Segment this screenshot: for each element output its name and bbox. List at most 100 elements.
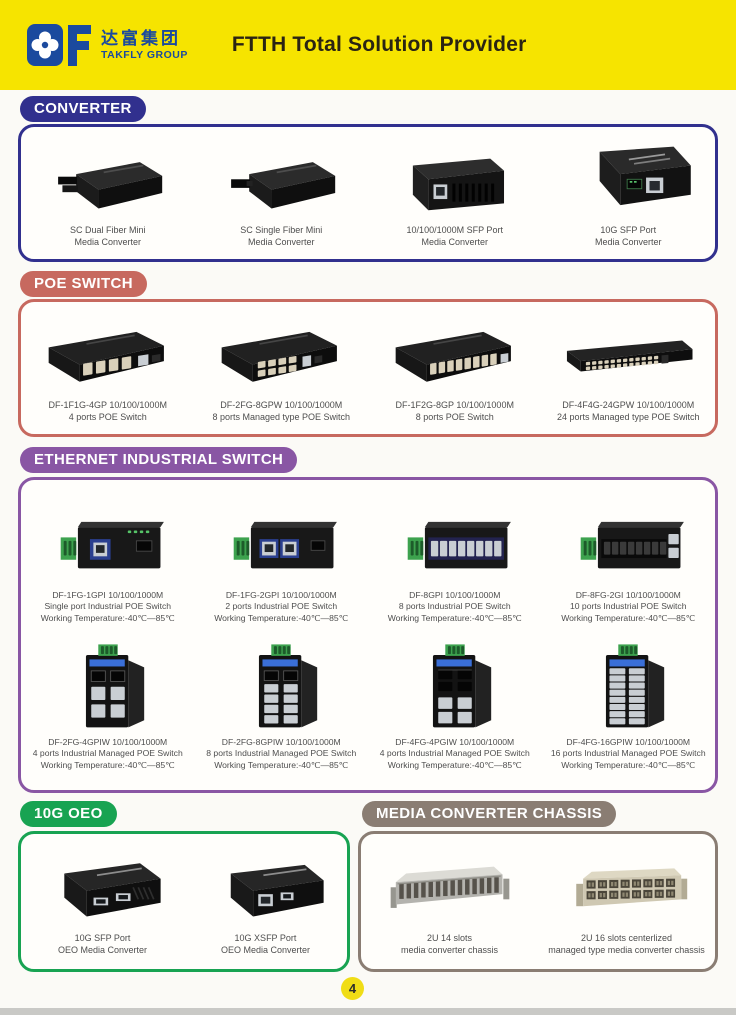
poe-switch-image <box>380 313 530 399</box>
oeo-converter-image <box>28 846 178 932</box>
product-subtitle: 16 ports Industrial Managed POE Switch <box>550 748 706 759</box>
mini-media-converter-image <box>33 138 183 224</box>
product-subtitle: Media Converter <box>74 236 142 247</box>
oeo-converter-image <box>191 846 341 932</box>
product-title: DF-4FG-16GPIW 10/100/1000M <box>566 737 691 747</box>
product-subtitle: 2 ports Industrial POE Switch <box>225 601 338 612</box>
section-label-industrial-switch: ETHERNET INDUSTRIAL SWITCH <box>20 447 298 473</box>
product-note: Working Temperature:-40℃—85℃ <box>214 759 349 770</box>
mini-media-converter-image <box>206 138 356 224</box>
takfly-df-logo-icon <box>27 24 91 66</box>
page-number-badge: 4 <box>341 977 364 1000</box>
product-subtitle: OEO Media Converter <box>57 945 148 955</box>
product-subtitle: 8 ports Industrial POE Switch <box>398 601 511 612</box>
product-subtitle: 10 ports Industrial POE Switch <box>569 601 687 612</box>
product-title: DF-2FG-4GPIW 10/100/1000M <box>48 737 168 747</box>
logo-text-block: 达富集团 TAKFLY GROUP <box>101 29 188 61</box>
din-rail-switch-image <box>206 634 356 736</box>
product-title: DF-1FG-1GPI 10/100/1000M <box>52 589 164 600</box>
brand-logo: DF 达富集团 TAKFLY GROUP <box>26 21 188 69</box>
product-note: Working Temperature:-40℃—85℃ <box>40 759 175 770</box>
chassis-image <box>552 846 702 932</box>
sfp-media-converter-image <box>380 138 530 224</box>
din-rail-switch-image <box>380 634 530 736</box>
section-label-10g-oeo: 10G OEO <box>20 801 117 827</box>
product-subtitle: Single port Industrial POE Switch <box>44 601 172 612</box>
din-rail-switch-image <box>33 634 183 736</box>
industrial-switch-image <box>553 503 703 589</box>
product-title: DF-1F2G-8GP 10/100/1000M <box>395 399 514 410</box>
poe-switch-image <box>33 313 183 399</box>
din-rail-switch-image <box>553 634 703 736</box>
product-note: Working Temperature:-40℃—85℃ <box>561 759 696 770</box>
section-label-converter: CONVERTER <box>20 96 146 122</box>
bottom-edge <box>0 1008 736 1015</box>
page-title: FTTH Total Solution Provider <box>231 33 527 56</box>
product-title: 10/100/1000M SFP Port <box>406 224 503 235</box>
sfp-media-converter-image <box>553 138 703 224</box>
product-subtitle: Media Converter <box>421 236 489 247</box>
product-subtitle: managed type media converter chassis <box>548 945 705 955</box>
product-subtitle: 4 ports Industrial Managed POE Switch <box>379 748 530 759</box>
product-subtitle: OEO Media Converter <box>220 945 311 955</box>
product-title: SC Single Fiber Mini <box>240 224 323 235</box>
product-title: DF-4F4G-24GPW 10/100/1000M <box>562 399 695 410</box>
product-title: DF-4FG-4PGIW 10/100/1000M <box>395 737 515 747</box>
product-note: Working Temperature:-40℃—85℃ <box>387 612 522 623</box>
product-title: 2U 16 slots centerlized <box>580 933 673 944</box>
product-note: Working Temperature:-40℃—85℃ <box>561 612 696 623</box>
rack-poe-switch-image <box>553 313 703 399</box>
product-note: Working Temperature:-40℃—85℃ <box>40 612 175 623</box>
product-title: SC Dual Fiber Mini <box>69 224 146 235</box>
product-subtitle: Media Converter <box>247 236 315 247</box>
product-subtitle: Media Converter <box>594 236 662 247</box>
product-title: 10G XSFP Port <box>234 933 297 944</box>
product-note: Working Temperature:-40℃—85℃ <box>387 759 522 770</box>
product-title: DF-1F1G-4GP 10/100/1000M <box>48 399 167 410</box>
product-title: DF-2FG-8GPW 10/100/1000M <box>220 399 343 410</box>
product-title: 2U 14 slots <box>426 933 472 944</box>
industrial-switch-image <box>33 503 183 589</box>
product-title: 10G SFP Port <box>74 933 131 944</box>
chassis-image <box>375 846 525 932</box>
product-note: Working Temperature:-40℃—85℃ <box>214 612 349 623</box>
industrial-switch-image <box>206 503 356 589</box>
logo-english-name: TAKFLY GROUP <box>101 48 188 61</box>
product-subtitle: 4 ports POE Switch <box>68 411 147 422</box>
product-title: DF-2FG-8GPIW 10/100/1000M <box>221 737 341 747</box>
section-label-poe-switch: POE SWITCH <box>20 271 148 297</box>
product-subtitle: media converter chassis <box>400 945 499 955</box>
page-header: DF 达富集团 TAKFLY GROUP FTTH Total Solution… <box>0 0 736 90</box>
product-title: DF-1FG-2GPI 10/100/1000M <box>225 589 337 600</box>
product-subtitle: 8 ports Managed type POE Switch <box>212 411 351 422</box>
section-label-chassis: MEDIA CONVERTER CHASSIS <box>362 801 617 827</box>
product-subtitle: 8 ports POE Switch <box>415 411 494 422</box>
product-subtitle: 24 ports Managed type POE Switch <box>556 411 700 422</box>
product-title: 10G SFP Port <box>600 224 657 235</box>
poe-switch-image <box>206 313 356 399</box>
product-subtitle: 8 ports Industrial Managed POE Switch <box>206 748 357 759</box>
